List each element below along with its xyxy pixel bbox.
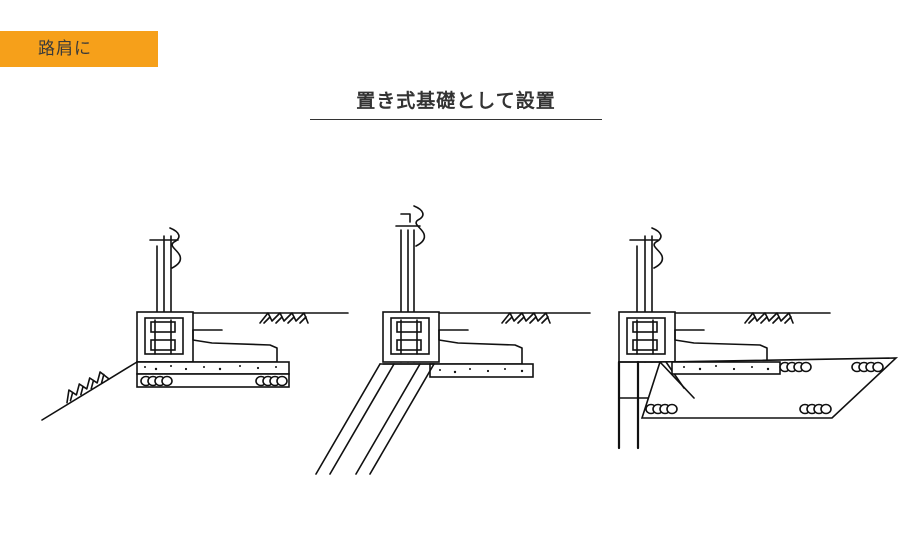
drain-pipes-icon [140,375,173,387]
diagram-embankment-slope [41,227,349,421]
slope-hatch-icon [61,369,110,404]
ground-hatch-icon [744,312,794,324]
inclined-pile [355,363,435,475]
drain-pipes-icon [255,375,288,387]
foundation-block [136,311,194,363]
section-title: 置き式基礎として設置 [356,90,556,112]
foundation-block [382,311,440,363]
diagram-inclined-piles [315,205,591,475]
diagram-retaining-wall [617,227,899,450]
drain-pipes-icon [779,361,812,373]
ground-hatch-icon [259,312,309,324]
ground-hatch-icon [501,312,551,324]
drain-pipes-icon [851,361,884,373]
drain-pipes-icon [645,403,678,415]
slope-line [41,361,138,421]
foundation-block [618,311,676,363]
inclined-pile [315,363,395,475]
title-underline [310,119,602,120]
drain-pipes-icon [799,403,832,415]
section-tag: 路肩に [0,31,158,67]
retaining-wall [617,360,640,450]
